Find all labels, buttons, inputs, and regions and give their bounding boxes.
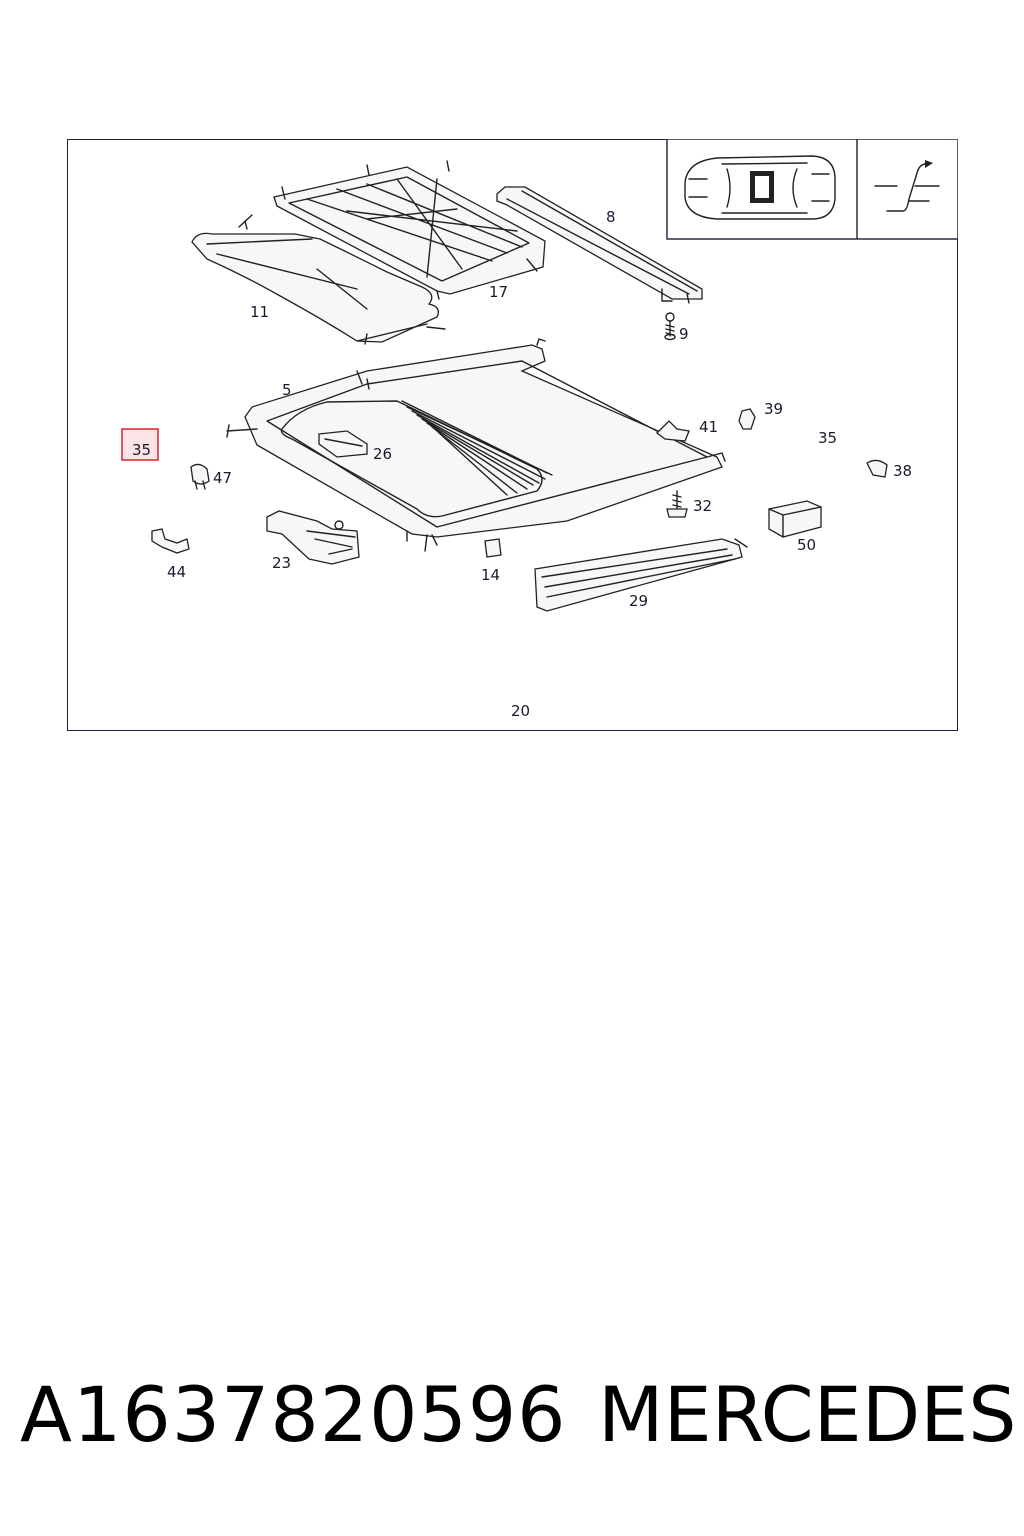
footer: A1637820596 MERCEDES	[0, 1365, 1024, 1485]
part-35-drain-hose-left	[94, 430, 217, 582]
part-14-clip	[484, 538, 502, 558]
part-50-foam-block	[768, 500, 822, 538]
part-17-sunroof-frame	[273, 160, 546, 300]
part-39-clip	[738, 408, 756, 430]
label-50: 50	[797, 536, 816, 554]
parts-diagram: 8 17 11 9 5 35 26 47 41 39 35 38 32 44 2…	[94, 139, 958, 720]
part-8-guide-rail	[496, 186, 703, 304]
label-26: 26	[373, 445, 392, 463]
label-20: 20	[511, 702, 530, 720]
highlight-marker	[121, 428, 159, 461]
part-29-cable-rail	[534, 538, 748, 612]
label-39: 39	[764, 400, 783, 418]
label-23: 23	[272, 554, 291, 572]
car-top-view-icon	[684, 155, 836, 220]
label-44: 44	[167, 563, 186, 581]
tilt-slide-symbol-icon	[874, 160, 940, 212]
label-35-highlighted: 35	[132, 441, 151, 459]
label-47: 47	[213, 469, 232, 487]
label-9: 9	[679, 325, 689, 343]
part-44-holder	[151, 528, 190, 554]
part-38-grommet	[866, 459, 888, 478]
part-11-shade	[191, 214, 446, 345]
label-32: 32	[693, 497, 712, 515]
part-35-drain-hose-right	[731, 446, 890, 532]
part-26-bracket	[318, 430, 368, 458]
label-14: 14	[481, 566, 500, 584]
label-35-right: 35	[818, 429, 837, 447]
part-number: A1637820596	[20, 1370, 567, 1459]
label-8: 8	[606, 208, 616, 226]
label-29: 29	[629, 592, 648, 610]
label-11: 11	[250, 303, 269, 321]
part-5-main-frame	[226, 338, 726, 552]
label-38: 38	[893, 462, 912, 480]
brand-name: MERCEDES	[598, 1370, 1017, 1459]
label-41: 41	[699, 418, 718, 436]
part-47-clip	[190, 463, 210, 490]
label-5: 5	[282, 381, 292, 399]
label-17: 17	[489, 283, 508, 301]
part-41-bracket	[656, 420, 690, 442]
part-9-screw	[664, 312, 676, 341]
inset-panel	[666, 139, 958, 240]
part-32-bolt	[666, 490, 688, 518]
part-20-seal	[273, 584, 543, 716]
part-23-motor	[266, 510, 360, 565]
